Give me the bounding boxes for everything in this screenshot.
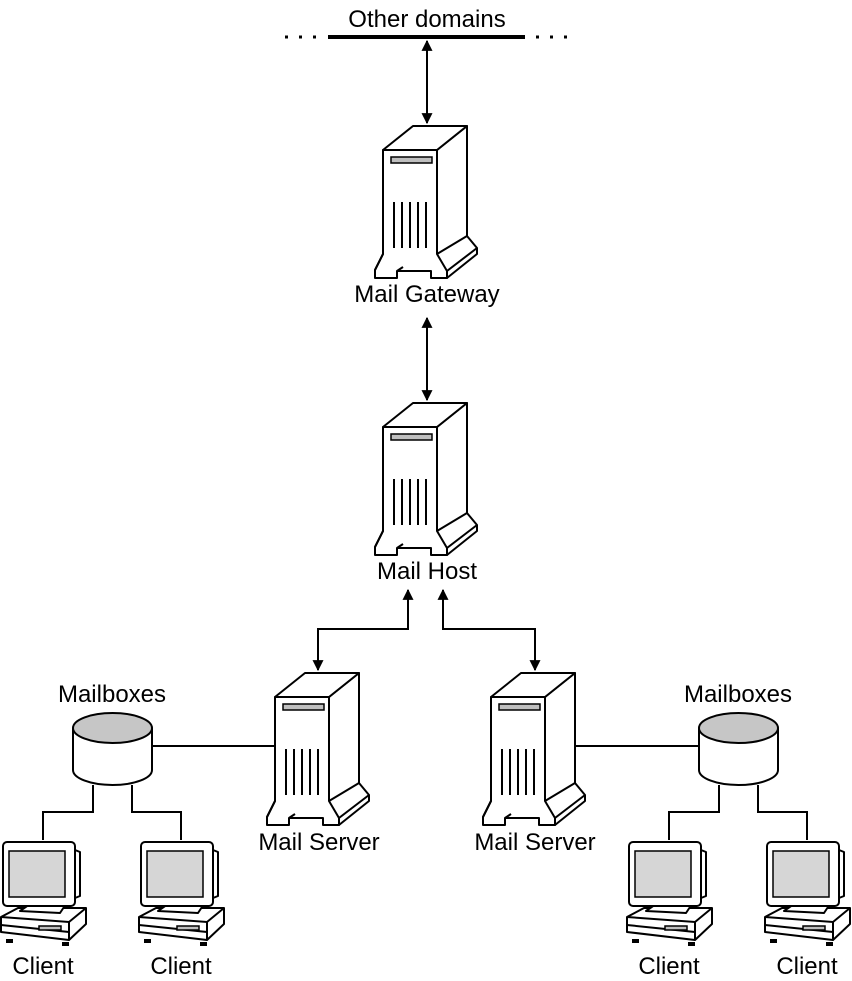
server-foot-edge	[374, 530, 384, 548]
cylinder-body	[698, 727, 779, 786]
client-drive-slot	[802, 925, 826, 931]
cylinder-body	[72, 727, 153, 786]
client-foot	[826, 942, 833, 946]
client-foot	[200, 942, 207, 946]
client-base-stripe	[0, 924, 70, 933]
client-foot	[632, 939, 639, 943]
server-drive-bar	[390, 156, 433, 164]
mailboxes-right-node: Mailboxes	[684, 681, 792, 786]
client-3-label: Client	[638, 953, 700, 980]
server-foot-edge	[266, 800, 276, 818]
mailboxes-left-label: Mailboxes	[58, 681, 166, 708]
client-base-stripe	[626, 924, 696, 933]
database-cylinder-icon	[698, 712, 779, 786]
client-screen	[772, 850, 830, 898]
client-drive-slot	[664, 925, 688, 931]
server-foot-notch	[504, 813, 512, 819]
mail-server-right-node: Mail Server	[474, 672, 596, 856]
client-base-stripe	[764, 924, 834, 933]
server-drive-bar	[498, 703, 541, 711]
server-tower-icon	[374, 125, 478, 279]
cylinder-top	[698, 712, 779, 744]
desktop-computer-icon	[764, 841, 851, 946]
mail-host-node: Mail Host	[374, 402, 478, 585]
mail-gateway-node: Mail Gateway	[354, 125, 500, 308]
desktop-computer-icon	[0, 841, 87, 946]
client-foot	[62, 942, 69, 946]
client-foot	[688, 942, 695, 946]
server-drive-bar	[282, 703, 325, 711]
other-domains-network: Other domains	[285, 6, 572, 39]
cylinder-top	[72, 712, 153, 744]
arrow-host-server-right	[437, 588, 541, 672]
desktop-computer-icon	[138, 841, 225, 946]
client-screen	[146, 850, 204, 898]
other-domains-label: Other domains	[348, 6, 505, 33]
client-2-node: Client	[138, 841, 225, 980]
client-2-label: Client	[150, 953, 212, 980]
mail-server-left-node: Mail Server	[258, 672, 380, 856]
database-cylinder-icon	[72, 712, 153, 786]
desktop-computer-icon	[626, 841, 713, 946]
server-foot-edge	[374, 253, 384, 271]
client-1-node: Client	[0, 841, 87, 980]
mail-host-label: Mail Host	[377, 558, 477, 585]
link-mailboxes-left-client-2	[131, 785, 182, 840]
link-mailboxes-left-client-1	[42, 785, 94, 840]
client-foot	[144, 939, 151, 943]
server-tower-icon	[374, 402, 478, 556]
server-tower-icon	[482, 672, 586, 826]
client-screen	[8, 850, 66, 898]
client-1-label: Client	[12, 953, 74, 980]
mail-server-left-label: Mail Server	[258, 829, 379, 856]
arrow-host-server-left	[312, 588, 414, 672]
mail-gateway-label: Mail Gateway	[354, 281, 499, 308]
client-drive-slot	[176, 925, 200, 931]
client-screen	[634, 850, 692, 898]
mailboxes-right-label: Mailboxes	[684, 681, 792, 708]
client-drive-slot	[38, 925, 62, 931]
link-mailboxes-right-client-3	[668, 785, 720, 840]
client-4-node: Client	[764, 841, 851, 980]
server-foot-notch	[288, 813, 296, 819]
server-tower-icon	[266, 672, 370, 826]
client-4-label: Client	[776, 953, 838, 980]
mailboxes-left-node: Mailboxes	[58, 681, 166, 786]
client-3-node: Client	[626, 841, 713, 980]
link-mailboxes-right-client-4	[757, 785, 808, 840]
server-drive-bar	[390, 433, 433, 441]
client-base-stripe	[138, 924, 208, 933]
client-foot	[770, 939, 777, 943]
client-foot	[6, 939, 13, 943]
server-foot-notch	[396, 266, 404, 272]
mail-server-right-label: Mail Server	[474, 829, 595, 856]
server-foot-notch	[396, 543, 404, 549]
server-foot-edge	[482, 800, 492, 818]
